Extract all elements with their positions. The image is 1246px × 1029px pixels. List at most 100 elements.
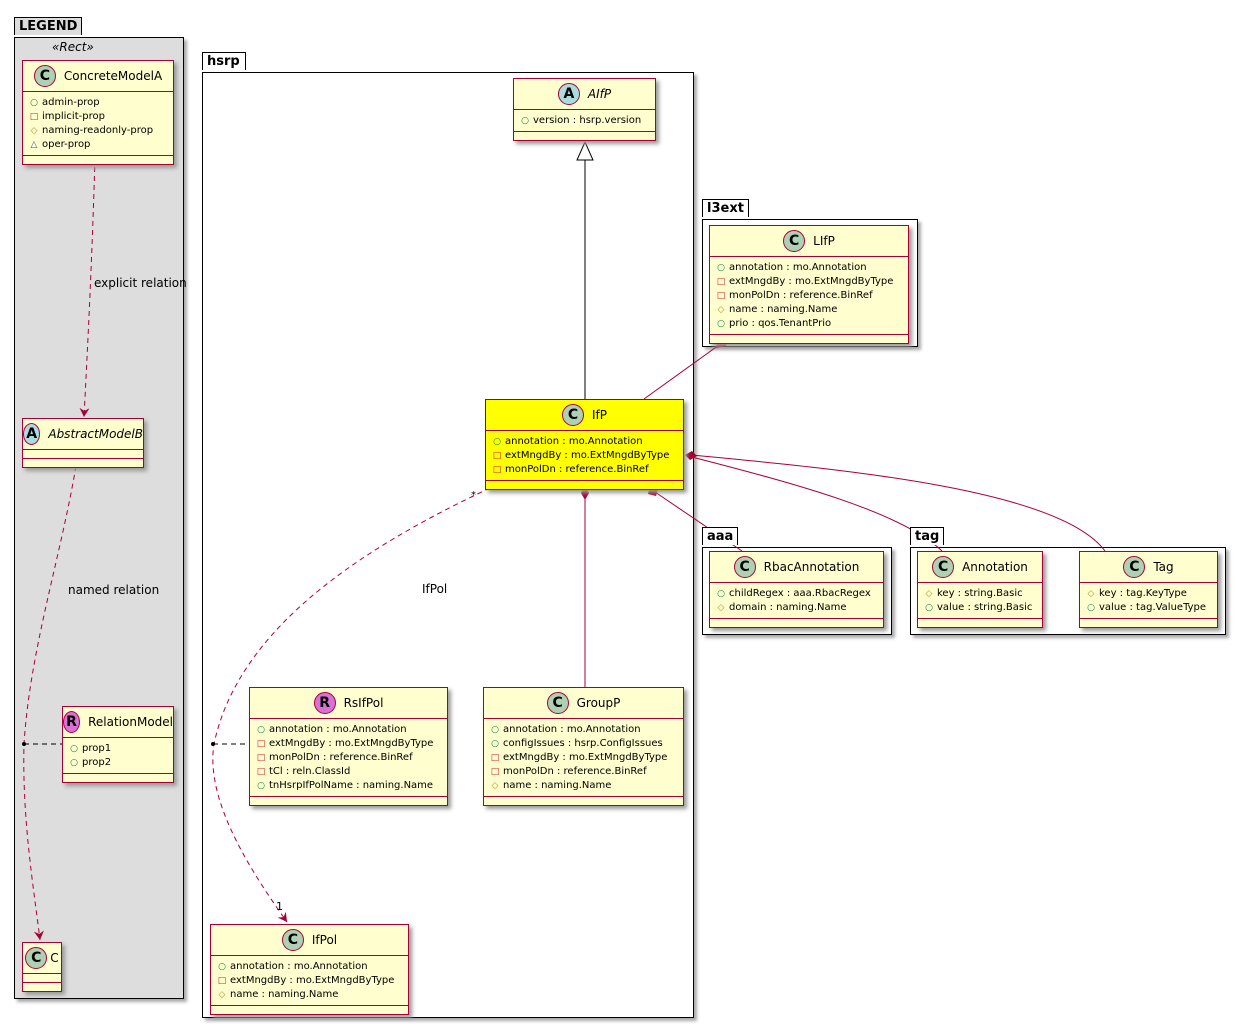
attribute: ◇name : naming.Name	[217, 988, 402, 1002]
attribute-text: extMngdBy : mo.ExtMngdByType	[729, 276, 894, 287]
named-relation-edge	[23, 465, 77, 941]
package-tab-legend: LEGEND	[14, 17, 83, 35]
class-name: RelationModel	[88, 715, 173, 729]
visibility-protected-icon: ◇	[30, 126, 38, 136]
attribute-list: ○annotation : mo.Annotation□extMngdBy : …	[211, 956, 408, 1006]
method-list	[1080, 619, 1217, 627]
visibility-public-icon: ○	[717, 263, 725, 273]
visibility-public-icon: ○	[70, 744, 78, 754]
attribute-list: ○admin-prop□implicit-prop◇naming-readonl…	[23, 92, 173, 156]
class-icon: C	[546, 692, 569, 714]
method-list	[918, 619, 1042, 627]
attribute-text: extMngdBy : mo.ExtMngdByType	[503, 752, 668, 763]
attribute: ○annotation : mo.Annotation	[492, 435, 677, 449]
class-icon: C	[932, 556, 955, 578]
visibility-private-icon: □	[490, 767, 500, 777]
attribute-text: monPolDn : reference.BinRef	[503, 766, 647, 777]
abstract-icon: A	[23, 423, 41, 445]
class-name: IfP	[592, 408, 607, 422]
class-header: R RelationModel	[63, 707, 173, 738]
method-list	[486, 481, 683, 489]
attribute: □monPolDn : reference.BinRef	[492, 463, 677, 477]
attribute-text: admin-prop	[42, 97, 100, 108]
attribute: □implicit-prop	[29, 110, 167, 124]
attribute: ○value : tag.ValueType	[1086, 601, 1211, 615]
explicit-relation-edge	[79, 157, 96, 418]
attribute: ○value : string.Basic	[924, 601, 1036, 615]
class-name: ConcreteModelA	[63, 69, 163, 83]
attribute-text: value : string.Basic	[937, 602, 1033, 613]
attribute-text: oper-prop	[42, 139, 91, 150]
visibility-public-icon: ○	[218, 962, 226, 972]
attribute-list	[23, 450, 143, 459]
attribute: □extMngdBy : mo.ExtMngdByType	[217, 974, 402, 988]
visibility-public-icon: ○	[521, 116, 529, 126]
method-list	[23, 459, 143, 467]
class-name: Tag	[1153, 560, 1174, 574]
visibility-private-icon: □	[256, 767, 266, 777]
attribute: ○ annotation : mo.Annotation	[716, 261, 902, 275]
attribute-text: prio : qos.TenantPrio	[729, 318, 832, 329]
visibility-protected-icon: ◇	[491, 781, 499, 791]
visibility-protected-icon: ◇	[218, 990, 226, 1000]
attribute: □monPolDn : reference.BinRef	[490, 765, 677, 779]
attribute-text: name : naming.Name	[503, 780, 612, 791]
attribute-list: ○childRegex : aaa.RbacRegex◇domain : nam…	[710, 583, 883, 619]
attribute: □monPolDn : reference.BinRef	[716, 289, 902, 303]
attribute: ◇domain : naming.Name	[716, 601, 877, 615]
named-relation-label: named relation	[68, 583, 160, 597]
class-Annotation[interactable]: C Annotation ◇ key : string.Basic ○value : s…	[917, 551, 1043, 628]
package-tab-aaa: aaa	[702, 527, 739, 545]
explicit-relation-label: explicit relation	[94, 276, 187, 290]
attribute: ◇name : naming.Name	[716, 303, 902, 317]
method-list	[484, 797, 683, 805]
multiplicity-one: 1	[276, 900, 283, 913]
class-name: C	[50, 951, 59, 965]
attribute-text: key : string.Basic	[937, 588, 1023, 599]
visibility-public-icon: ○	[70, 758, 78, 768]
class-icon: C	[1123, 556, 1146, 578]
visibility-private-icon: □	[490, 753, 500, 763]
class-header: C Annotation	[918, 552, 1042, 583]
attribute: ○prop1	[69, 742, 167, 756]
attribute: □extMngdBy : mo.ExtMngdByType	[256, 737, 441, 751]
visibility-public-icon: ○	[717, 589, 725, 599]
class-name: IfPol	[311, 933, 338, 947]
attribute-text: value : tag.ValueType	[1099, 602, 1207, 613]
visibility-public-icon: ○	[493, 437, 501, 447]
class-icon: C	[783, 230, 806, 252]
attribute: ○annotation : mo.Annotation	[490, 723, 677, 737]
relation-icon: R	[63, 711, 81, 733]
visibility-protected-icon: ◇	[1087, 589, 1095, 599]
visibility-private-icon: □	[217, 976, 227, 986]
attribute-text: annotation : mo.Annotation	[729, 262, 867, 273]
attribute-text: name : naming.Name	[729, 304, 838, 315]
class-name: Annotation	[962, 560, 1028, 574]
attribute: □extMngdBy : mo.ExtMngdByType	[492, 449, 677, 463]
visibility-public-icon: ○	[257, 725, 265, 735]
visibility-protected-icon: ◇	[925, 589, 933, 599]
attribute-text: implicit-prop	[42, 111, 105, 122]
